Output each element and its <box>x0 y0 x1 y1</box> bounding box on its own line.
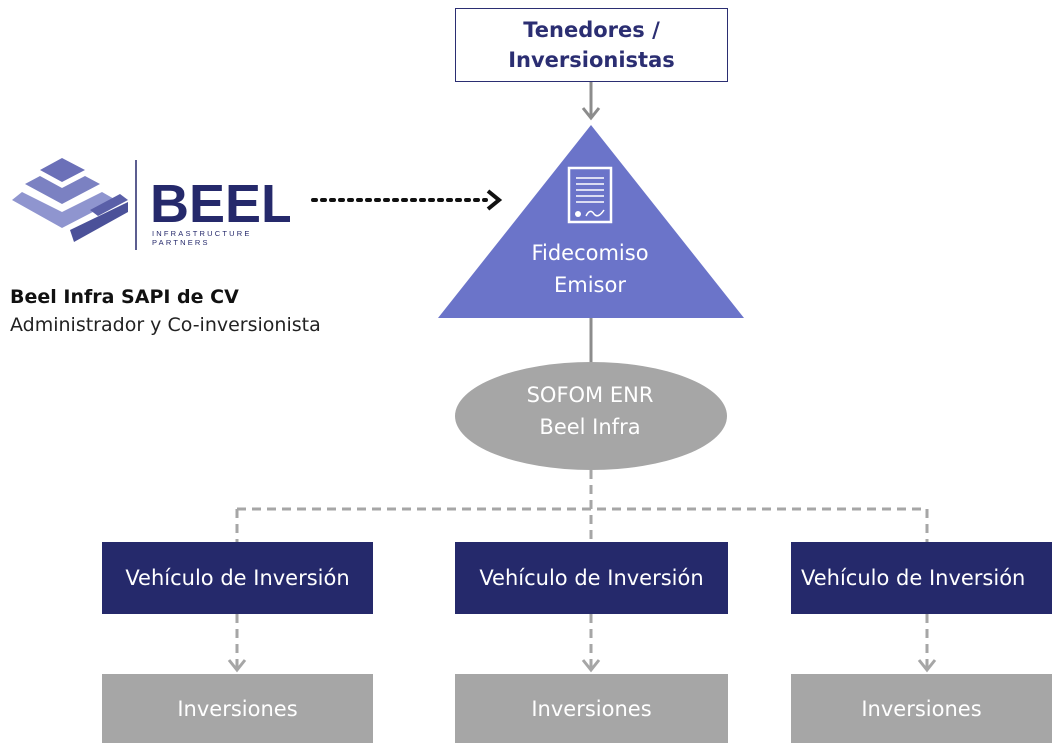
dashed-arrowheads <box>227 659 937 673</box>
trust-label-line-1: Fidecomiso <box>531 241 649 265</box>
investments-box: Inversiones <box>791 674 1052 743</box>
sofom-ellipse <box>455 362 727 470</box>
dotted-arrowhead <box>486 189 503 211</box>
investments-label: Inversiones <box>861 696 982 721</box>
beel-logo-mark-icon <box>12 158 128 242</box>
logo-tagline-1: INFRASTRUCTURE <box>152 229 252 238</box>
investment-vehicle-box: Vehículo de Inversión <box>102 542 373 614</box>
vehicle-label: Vehículo de Inversión <box>801 566 1026 590</box>
investment-vehicle-box: Vehículo de Inversión <box>455 542 728 614</box>
beel-logo: BEEL INFRASTRUCTURE PARTNERS <box>12 158 290 250</box>
document-icon <box>567 166 613 224</box>
vehicle-label: Vehículo de Inversión <box>125 566 350 590</box>
investments-label: Inversiones <box>177 696 298 721</box>
investments-box: Inversiones <box>102 674 373 743</box>
holders-investors-box: Tenedores / Inversionistas <box>455 8 728 82</box>
sofom-label-line-1: SOFOM ENR <box>526 383 654 407</box>
arrowhead-top-to-trust <box>581 107 601 121</box>
vehicle-label: Vehículo de Inversión <box>479 566 704 590</box>
sofom-label-line-2: Beel Infra <box>539 415 641 439</box>
holders-line-1: Tenedores / <box>523 18 660 42</box>
logo-wordmark: BEEL <box>150 174 290 234</box>
logo-tagline-2: PARTNERS <box>152 238 210 247</box>
investments-label: Inversiones <box>531 696 652 721</box>
trust-label-line-2: Emisor <box>554 273 626 297</box>
company-role: Administrador y Co-inversionista <box>10 314 321 336</box>
holders-line-2: Inversionistas <box>508 48 675 72</box>
investments-box: Inversiones <box>455 674 728 743</box>
investment-vehicle-box: Vehículo de Inversión <box>791 542 1052 614</box>
dashed-distribution-lines <box>235 470 929 668</box>
company-name: Beel Infra SAPI de CV <box>10 286 239 308</box>
